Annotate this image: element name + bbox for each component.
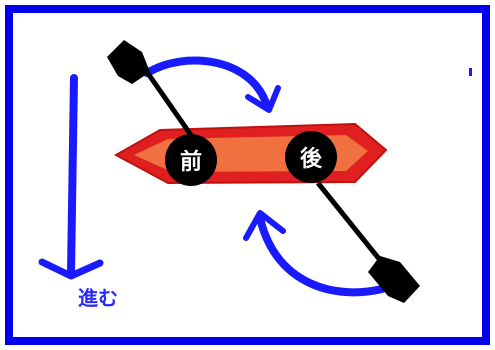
canoe-icon — [113, 122, 388, 185]
front-paddle-shaft — [137, 60, 203, 150]
back-position-marker: 後 — [285, 131, 337, 183]
speck-mark — [469, 68, 472, 76]
forward-arrow — [38, 74, 104, 280]
front-sweep-arrow — [143, 56, 281, 113]
front-position-marker: 前 — [165, 134, 217, 186]
front-paddle-blade-icon — [107, 40, 150, 84]
back-paddle-shaft — [316, 181, 390, 272]
advance-label: 進む — [78, 286, 118, 310]
back-label: 後 — [300, 146, 323, 172]
front-label: 前 — [180, 149, 202, 175]
back-sweep-arrow — [243, 210, 386, 297]
back-paddle-blade-icon — [368, 256, 420, 303]
